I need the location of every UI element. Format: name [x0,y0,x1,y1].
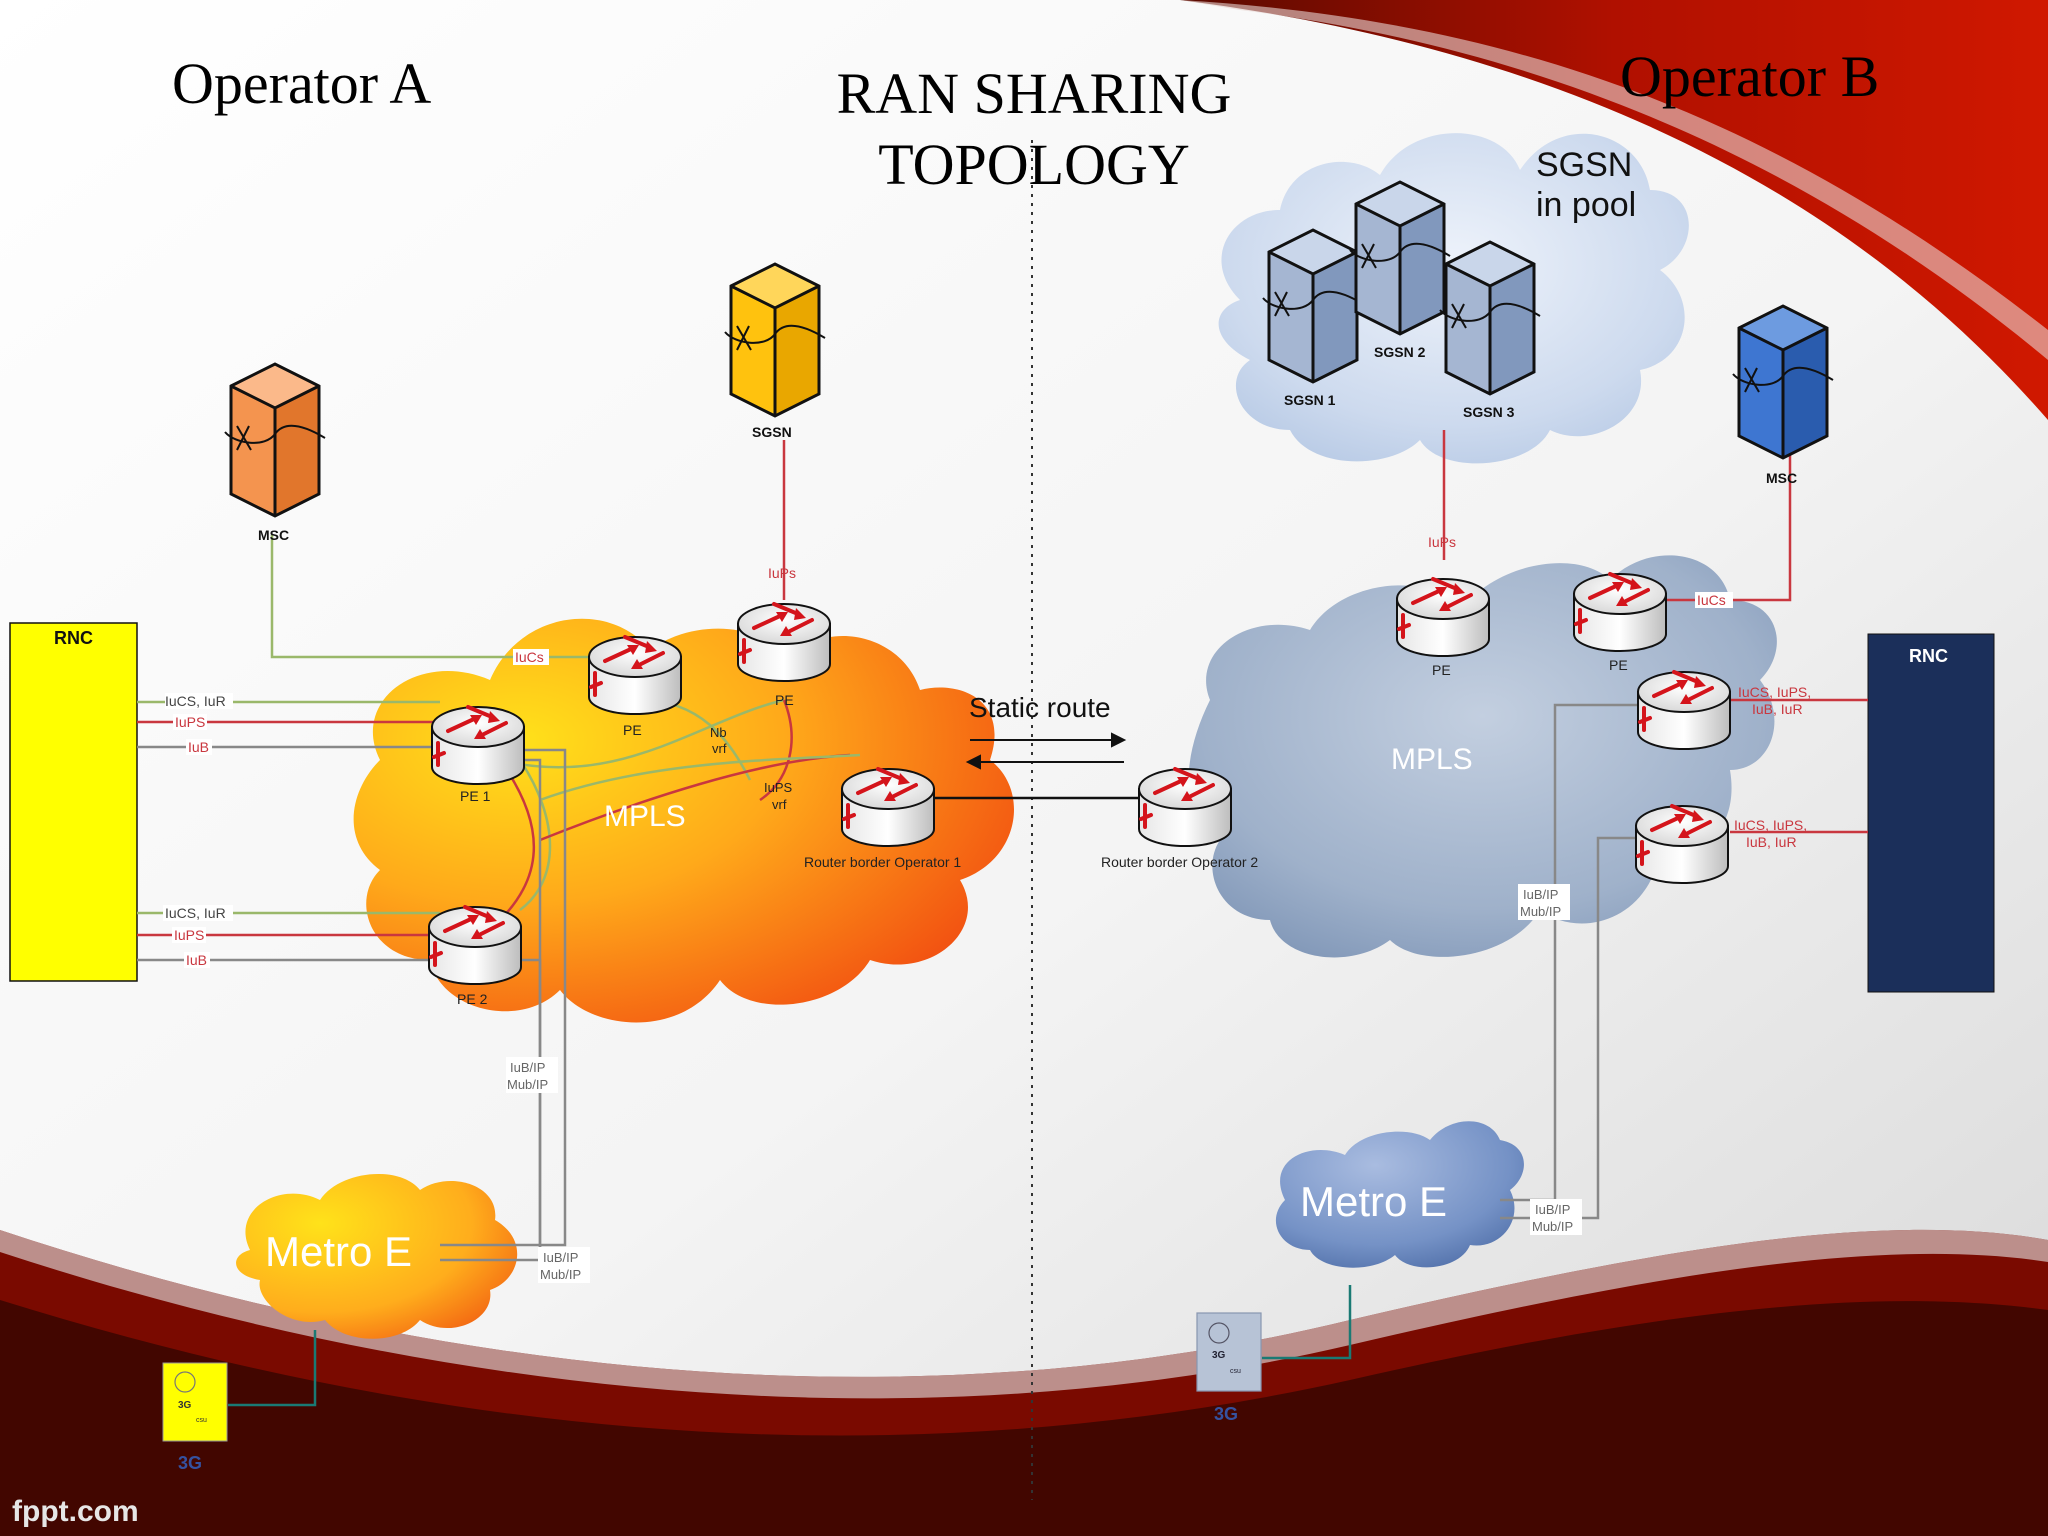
link-label-iucs-right: IuCs [1697,592,1726,608]
mubip-label-right-1: Mub/IP [1520,904,1561,919]
pe-label-b-2: PE [1609,657,1628,673]
sgsn2-server [1348,180,1452,336]
msc-operator-a [223,362,327,518]
rnc-operator-a [9,622,138,982]
iubip-label-right-1: IuB/IP [1523,887,1558,902]
operator-b-title: Operator B [1620,44,1879,109]
pe2-router-operator-a [427,905,523,986]
link-label-iucs-iur-2: IuCS, IuR [165,905,226,921]
rnc-operator-b [1867,633,1995,993]
mpls-label-b: MPLS [1391,743,1473,776]
node-3g-operator-b: 3G csu [1196,1312,1262,1392]
metro-e-cloud-operator-b [1275,1121,1524,1268]
rnc-label-a: RNC [54,628,93,648]
nb-vrf-label-1: Nb [710,725,727,740]
metro-label-a: Metro E [265,1228,412,1275]
watermark-logo: fppt.com [12,1495,139,1528]
msc-operator-b [1731,304,1835,460]
iups-vrf-label-2: vrf [772,797,787,812]
link-label-iub-2: IuB [186,952,207,968]
msc-label-a: MSC [258,527,289,543]
pe-sgsn-router-operator-a [736,602,832,683]
sgsn1-label: SGSN 1 [1284,392,1336,408]
border-router-operator-2 [1137,767,1233,848]
pe-router-operator-b-2 [1572,572,1668,653]
page-title-line1: RAN SHARING [837,61,1232,126]
border-router-label-1: Router border Operator 1 [804,854,961,870]
mubip-label-1: Mub/IP [507,1077,548,1092]
sgsn3-server [1438,240,1542,396]
node-3g-label-a: 3G [178,1453,202,1473]
node-3g-box-label: 3G [178,1400,192,1411]
mpls-cloud-operator-b [1188,555,1777,958]
node-3g-sub-label: csu [196,1417,207,1424]
link-label-iucs: IuCs [515,649,544,665]
link-label-iub: IuB [188,739,209,755]
sgsn-pool-label-1: SGSN [1536,146,1632,184]
sgsn-label-a: SGSN [752,424,792,440]
link-label-a-2: IuB, IuR [1752,701,1803,717]
pe1-label: PE 1 [460,788,491,804]
mubip-label-right-2: Mub/IP [1532,1219,1573,1234]
pe-label-a: PE [623,722,642,738]
border-router-operator-1 [840,767,936,848]
iups-vrf-label-1: IuPS [764,780,793,795]
link-label-iups: IuPS [175,714,205,730]
iubip-label-right-2: IuB/IP [1535,1202,1570,1217]
mubip-label-2: Mub/IP [540,1267,581,1282]
pe1-router-operator-a [430,705,526,786]
pe-router-operator-b-3 [1636,670,1732,751]
nb-vrf-label-2: vrf [712,741,727,756]
link-label-iups-sgsn: IuPs [768,565,796,581]
link-label-b-1: IuCS, IuPS, [1734,817,1807,833]
pe-router-operator-b-1 [1395,577,1491,658]
metro-e-cloud-operator-a [236,1173,518,1339]
node-3g-label-b: 3G [1214,1404,1238,1424]
pe-sgsn-label-a: PE [775,692,794,708]
operator-a-title: Operator A [172,51,431,116]
link-label-b-2: IuB, IuR [1746,834,1797,850]
sgsn3-label: SGSN 3 [1463,404,1515,420]
page-title-line2: TOPOLOGY [878,132,1190,197]
static-route-arrows [965,732,1127,770]
rnc-label-b: RNC [1909,646,1948,666]
node-3g-operator-a: 3G csu [162,1362,228,1442]
link-label-iups-2: IuPS [174,927,204,943]
static-route-label: Static route [969,692,1111,723]
mpls-label-a: MPLS [604,800,686,833]
link-label-iups-right: IuPs [1428,534,1456,550]
sgsn-operator-a [723,262,827,418]
pe2-label: PE 2 [457,991,488,1007]
msc-label-b: MSC [1766,470,1797,486]
border-router-label-2: Router border Operator 2 [1101,854,1258,870]
pe-router-operator-b-4 [1634,804,1730,885]
node-3g-sub-label-right: csu [1230,1368,1241,1375]
pe-label-b-1: PE [1432,662,1451,678]
pe-router-operator-a [587,635,683,716]
node-3g-box-label-right: 3G [1212,1350,1226,1361]
metro-label-b: Metro E [1300,1178,1447,1225]
iubip-label-1: IuB/IP [510,1060,545,1075]
link-label-iucs-iur: IuCS, IuR [165,693,226,709]
sgsn1-server [1261,228,1365,384]
link-label-a-1: IuCS, IuPS, [1738,684,1811,700]
sgsn2-label: SGSN 2 [1374,344,1426,360]
sgsn-pool-label-2: in pool [1536,186,1636,224]
iubip-label-2: IuB/IP [543,1250,578,1265]
